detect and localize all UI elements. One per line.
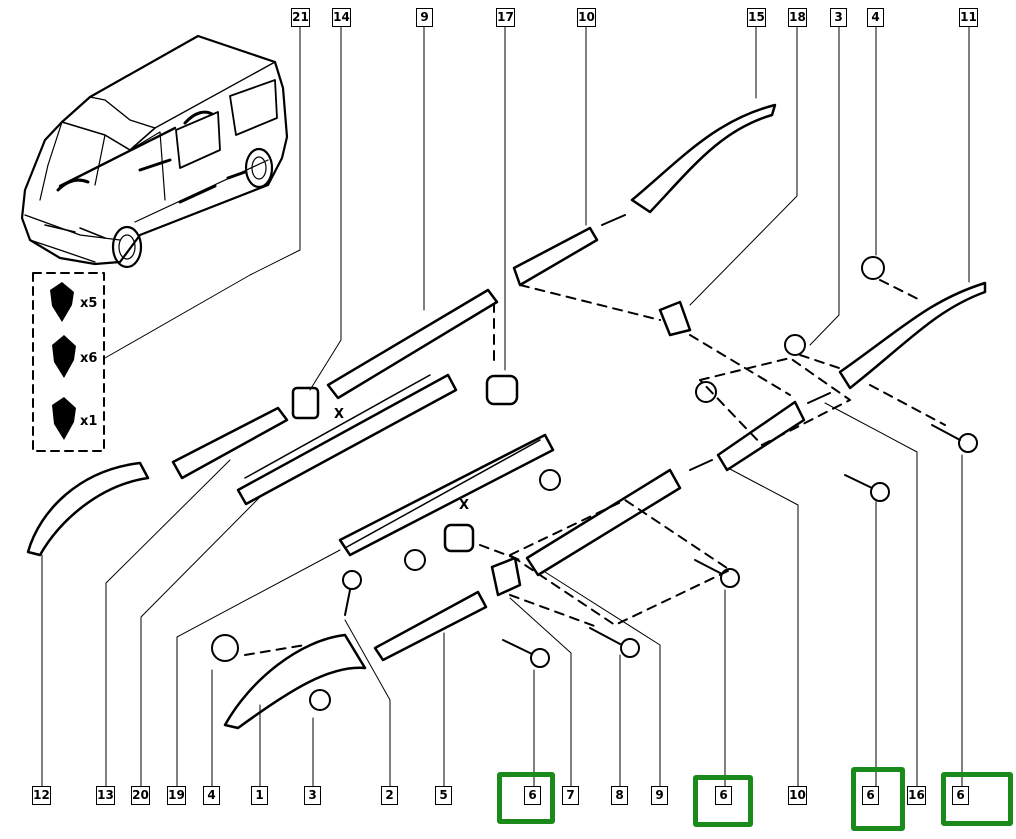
moulding-5 xyxy=(373,590,488,662)
parts xyxy=(26,103,987,730)
arch-1 xyxy=(223,633,367,730)
clip-14 xyxy=(291,386,320,420)
clip-qty: x5 xyxy=(80,296,98,311)
callout-5[interactable]: 5 xyxy=(435,786,452,805)
callout-19[interactable]: 19 xyxy=(167,786,186,805)
callout-8[interactable]: 8 xyxy=(611,786,628,805)
moulding-13 xyxy=(171,406,289,480)
callout-6[interactable]: 6 xyxy=(715,786,732,805)
callout-13[interactable]: 13 xyxy=(96,786,115,805)
arch-12 xyxy=(26,461,150,557)
arch-11 xyxy=(838,281,987,390)
clip-kit-box xyxy=(32,272,105,452)
moulding-10-upper xyxy=(512,226,599,287)
arch-15 xyxy=(630,103,777,214)
highlight-box xyxy=(851,767,905,831)
strip-19 xyxy=(338,433,555,557)
highlight-box xyxy=(693,775,753,827)
callout-12[interactable]: 12 xyxy=(32,786,51,805)
moulding-10-lower xyxy=(716,400,806,472)
clip-17b xyxy=(443,523,475,553)
moulding-9 xyxy=(326,288,499,400)
callout-3[interactable]: 3 xyxy=(304,786,321,805)
callout-6[interactable]: 6 xyxy=(952,786,969,805)
dimension-label: X xyxy=(334,407,345,422)
callout-21[interactable]: 21 xyxy=(291,8,310,27)
callout-9[interactable]: 9 xyxy=(651,786,668,805)
callout-6[interactable]: 6 xyxy=(524,786,541,805)
callout-10[interactable]: 10 xyxy=(788,786,807,805)
assembly-lines xyxy=(244,279,946,656)
callout-4[interactable]: 4 xyxy=(867,8,884,27)
clip-qty: x6 xyxy=(80,351,98,366)
moulding-9-lower xyxy=(525,468,682,577)
callout-4[interactable]: 4 xyxy=(203,786,220,805)
leader-lines xyxy=(41,25,970,788)
strip-20 xyxy=(236,373,458,506)
pad-7 xyxy=(490,556,522,597)
callout-6[interactable]: 6 xyxy=(862,786,879,805)
callout-14[interactable]: 14 xyxy=(332,8,351,27)
callout-11[interactable]: 11 xyxy=(959,8,978,27)
highlight-box xyxy=(497,772,555,824)
callout-7[interactable]: 7 xyxy=(562,786,579,805)
callout-17[interactable]: 17 xyxy=(496,8,515,27)
clip-qty: x1 xyxy=(80,414,98,429)
fasteners xyxy=(211,214,978,711)
van-illustration xyxy=(20,34,289,269)
callout-3[interactable]: 3 xyxy=(830,8,847,27)
highlight-box xyxy=(941,772,1013,826)
callout-9[interactable]: 9 xyxy=(416,8,433,27)
callout-15[interactable]: 15 xyxy=(747,8,766,27)
clip-icon xyxy=(50,282,76,440)
dimension-lines xyxy=(244,374,541,549)
callout-18[interactable]: 18 xyxy=(788,8,807,27)
callout-1[interactable]: 1 xyxy=(251,786,268,805)
callout-20[interactable]: 20 xyxy=(131,786,150,805)
callout-2[interactable]: 2 xyxy=(381,786,398,805)
dimension-label: X xyxy=(459,498,470,513)
callout-16[interactable]: 16 xyxy=(907,786,926,805)
clip-18 xyxy=(658,300,692,337)
clip-17 xyxy=(485,374,519,406)
callout-10[interactable]: 10 xyxy=(577,8,596,27)
